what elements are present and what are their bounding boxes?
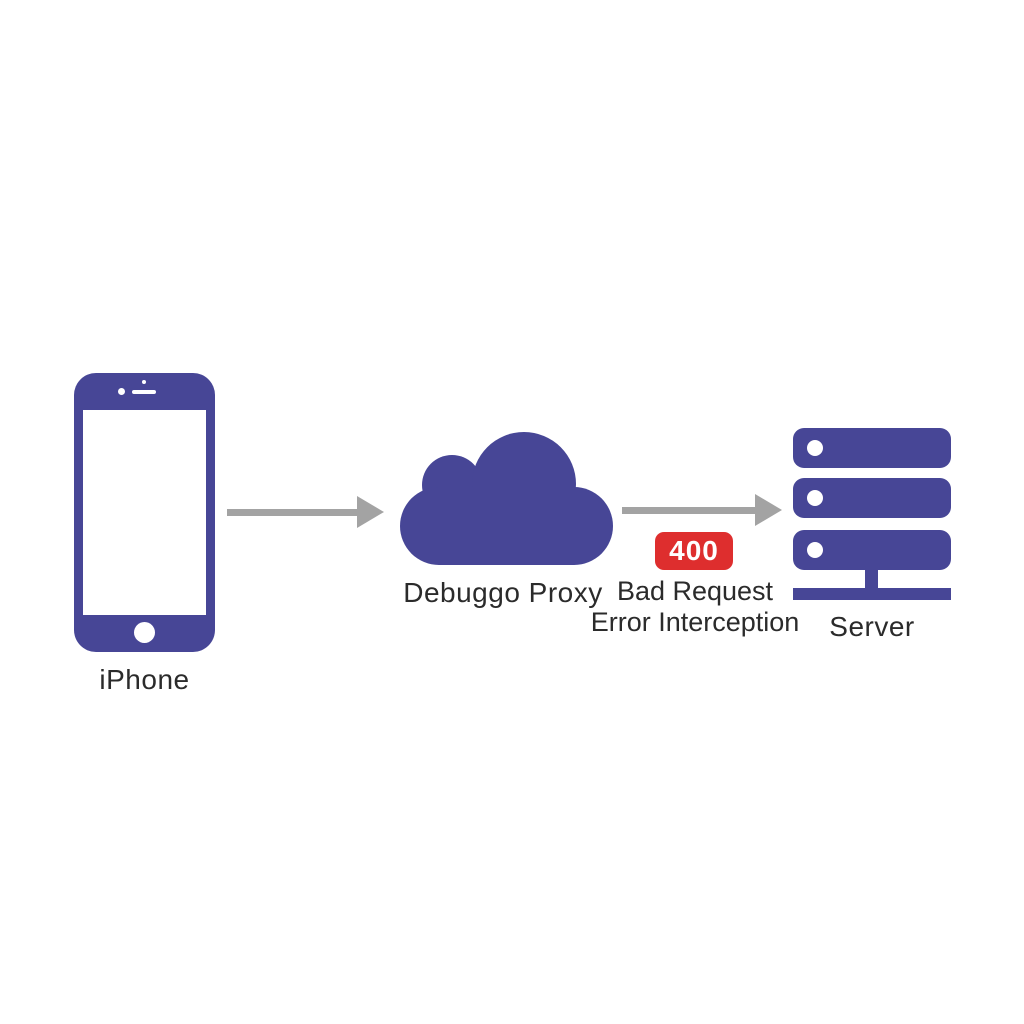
iphone-speaker — [132, 390, 156, 394]
arrow-shaft — [227, 509, 358, 516]
proxy-label: Debuggo Proxy — [403, 577, 603, 608]
iphone-screen — [83, 410, 206, 615]
server-unit — [793, 530, 951, 570]
error-caption: Bad Request Error Interception — [585, 576, 805, 638]
status-badge-400: 400 — [655, 532, 733, 570]
arrow-shaft — [622, 507, 756, 514]
arrow-right-icon — [622, 494, 782, 527]
iphone-sensor-dot — [142, 380, 146, 384]
iphone-icon — [74, 373, 215, 652]
server-stack-icon — [793, 428, 951, 600]
server-led-dot — [807, 440, 823, 456]
server-led-dot — [807, 490, 823, 506]
arrow-head — [357, 496, 384, 528]
server-unit — [793, 478, 951, 518]
arrow-right-icon — [227, 496, 384, 529]
error-caption-line2: Error Interception — [590, 607, 800, 637]
iphone-camera-dot — [118, 388, 125, 395]
iphone-label: iPhone — [99, 664, 190, 695]
arrow-head — [755, 494, 782, 526]
server-unit — [793, 428, 951, 468]
server-label: Server — [829, 611, 915, 642]
cloud-icon — [400, 432, 613, 565]
server-stand-base — [793, 588, 951, 600]
server-stand-stem — [865, 568, 878, 590]
iphone-home-button — [134, 622, 155, 643]
server-led-dot — [807, 542, 823, 558]
error-caption-line1: Bad Request — [616, 576, 774, 606]
